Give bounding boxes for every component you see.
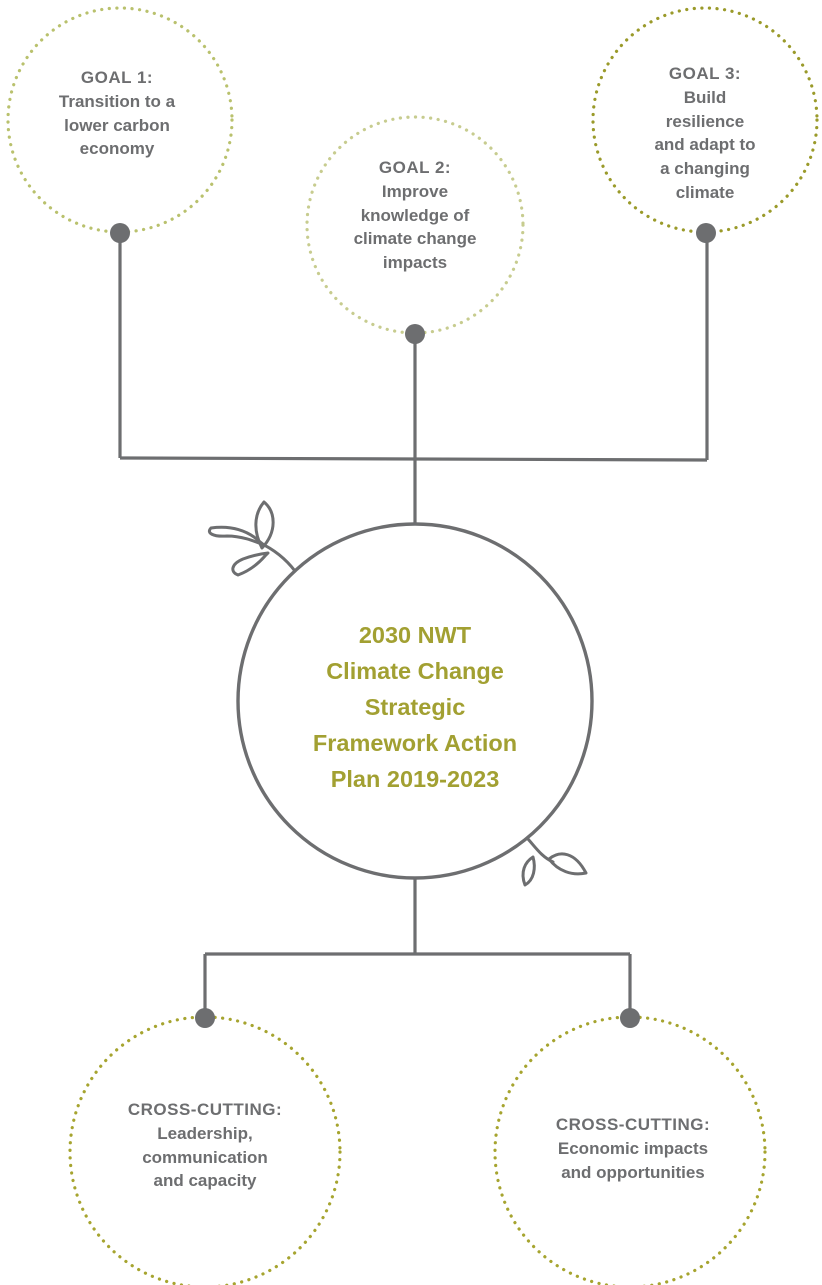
top-connectors xyxy=(118,232,709,524)
bottom-connectors xyxy=(203,878,632,1018)
goal-3-heading: GOAL 3: xyxy=(668,64,742,83)
cross-cutting-1-heading: CROSS-CUTTING: xyxy=(127,1100,283,1119)
cross-cutting-2-connector-dot xyxy=(620,1008,640,1028)
cross-cutting-1-circle xyxy=(68,1015,342,1285)
cross-cutting-2-heading: CROSS-CUTTING: xyxy=(555,1115,711,1134)
center-title-line-2: Climate Change xyxy=(326,657,504,684)
goal-3-label: GOAL 3: Build resilience and adapt to a … xyxy=(610,62,800,205)
goal-3-connector-dot xyxy=(696,223,716,243)
leaf-sprig-lower-right-icon xyxy=(521,837,588,887)
center-title: 2030 NWT Climate Change Strategic Framew… xyxy=(262,618,568,798)
goal-2-circle xyxy=(305,115,525,335)
center-title-line-5: Plan 2019-2023 xyxy=(330,765,500,792)
goal-3-description: Build resilience and adapt to a changing… xyxy=(654,87,756,202)
cross-cutting-1-description: Leadership, communication and capacity xyxy=(142,1123,268,1191)
goal-2-label: GOAL 2: Improve knowledge of climate cha… xyxy=(320,156,510,275)
leaf-sprig-upper-left-icon xyxy=(207,500,297,577)
cross-cutting-1-connector-dot xyxy=(195,1008,215,1028)
center-title-line-3: Strategic xyxy=(364,693,466,720)
cross-cutting-2-label: CROSS-CUTTING: Economic impacts and oppo… xyxy=(502,1113,764,1184)
goal-1-connector-dot xyxy=(110,223,130,243)
goal-2-connector-dot xyxy=(405,324,425,344)
goal-2-description: Improve knowledge of climate change impa… xyxy=(353,181,477,273)
goal-1-description: Transition to a lower carbon economy xyxy=(58,91,176,159)
cross-cutting-1-label: CROSS-CUTTING: Leadership, communication… xyxy=(74,1098,336,1193)
cross-cutting-2-circle xyxy=(493,1015,767,1285)
center-title-line-4: Framework Action xyxy=(312,729,518,756)
goal-2-heading: GOAL 2: xyxy=(378,158,452,177)
goal-1-label: GOAL 1: Transition to a lower carbon eco… xyxy=(22,66,212,161)
cross-cutting-2-description: Economic impacts and opportunities xyxy=(557,1138,709,1182)
center-title-line-1: 2030 NWT xyxy=(358,622,472,648)
goal-1-heading: GOAL 1: xyxy=(80,68,154,87)
